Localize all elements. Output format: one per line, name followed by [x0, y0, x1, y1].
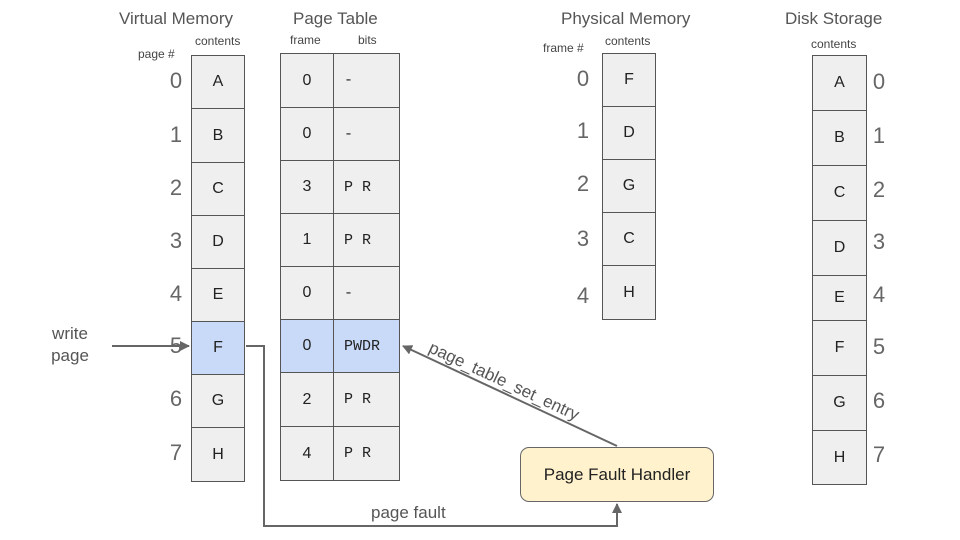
vm-page-number: 1: [169, 122, 183, 147]
vm-page-number-label: page #: [138, 47, 175, 61]
pt-bits-label: bits: [358, 33, 377, 47]
pm-frame-cell: G: [602, 159, 656, 213]
disk-block-number: 5: [872, 334, 886, 359]
pm-frame-number: 0: [576, 66, 590, 91]
pt-bits-cell: -: [333, 266, 400, 320]
write-label-line1: write: [52, 324, 88, 343]
pt-bits-cell: -: [333, 53, 400, 108]
pt-frame-cell: 0: [280, 53, 334, 108]
disk-block-cell: G: [812, 375, 867, 431]
disk-block-number: 2: [872, 177, 886, 202]
write-label-line2: page: [51, 346, 89, 365]
pm-frame-number: 4: [576, 283, 590, 308]
virtual-memory-title: Virtual Memory: [119, 9, 233, 28]
vm-page-number: 0: [169, 68, 183, 93]
pm-frame-number: 3: [576, 226, 590, 251]
pt-bits-cell: P R: [333, 213, 400, 267]
disk-block-number: 0: [872, 69, 886, 94]
vm-page-number: 6: [169, 386, 183, 411]
pm-frame-number: 1: [576, 118, 590, 143]
vm-page-cell: E: [191, 268, 245, 322]
vm-page-cell: A: [191, 55, 245, 109]
vm-page-number: 2: [169, 175, 183, 200]
vm-page-number: 4: [169, 281, 183, 306]
page-fault-arrow: [246, 345, 622, 527]
pm-contents-label: contents: [605, 34, 651, 48]
pm-frame-number: 2: [576, 171, 590, 196]
pt-frame-cell: 2: [280, 372, 334, 427]
disk-storage-title: Disk Storage: [785, 9, 883, 28]
pm-frame-number-label: frame #: [543, 41, 584, 55]
disk-block-number: 7: [872, 442, 886, 467]
pm-frame-cell: H: [602, 265, 656, 320]
page-table-title: Page Table: [293, 9, 378, 28]
pt-bits-cell: P R: [333, 160, 400, 214]
disk-block-cell: H: [812, 430, 867, 485]
vm-page-cell: D: [191, 215, 245, 269]
page-fault-handler-box: Page Fault Handler: [520, 447, 714, 502]
page-fault-label: page fault: [371, 503, 446, 522]
disk-block-number: 3: [872, 229, 886, 254]
vm-page-cell: G: [191, 374, 245, 428]
set-entry-arrow: [402, 345, 618, 447]
pt-frame-cell: 4: [280, 426, 334, 481]
pt-frame-cell: 3: [280, 160, 334, 214]
disk-block-number: 1: [872, 123, 886, 148]
vm-page-cell-highlighted: F: [191, 321, 245, 375]
disk-block-number: 6: [872, 388, 886, 413]
pt-bits-cell-highlighted: PWDR: [333, 319, 400, 373]
physical-memory-title: Physical Memory: [561, 9, 691, 28]
pt-bits-cell: P R: [333, 426, 400, 481]
vm-page-cell: H: [191, 427, 245, 482]
disk-block-cell: E: [812, 275, 867, 321]
disk-block-number: 4: [872, 282, 886, 307]
pm-frame-cell: C: [602, 212, 656, 266]
vm-page-number: 7: [169, 440, 183, 465]
pt-frame-label: frame: [290, 33, 321, 47]
pt-frame-cell: 1: [280, 213, 334, 267]
pt-bits-cell: -: [333, 107, 400, 161]
disk-block-cell: F: [812, 320, 867, 376]
pt-bits-cell: P R: [333, 372, 400, 427]
pm-frame-cell: D: [602, 106, 656, 160]
write-page-label: write page: [50, 323, 90, 367]
disk-contents-label: contents: [811, 37, 857, 51]
disk-block-cell: C: [812, 165, 867, 221]
vm-contents-label: contents: [195, 34, 241, 48]
vm-page-number: 3: [169, 228, 183, 253]
